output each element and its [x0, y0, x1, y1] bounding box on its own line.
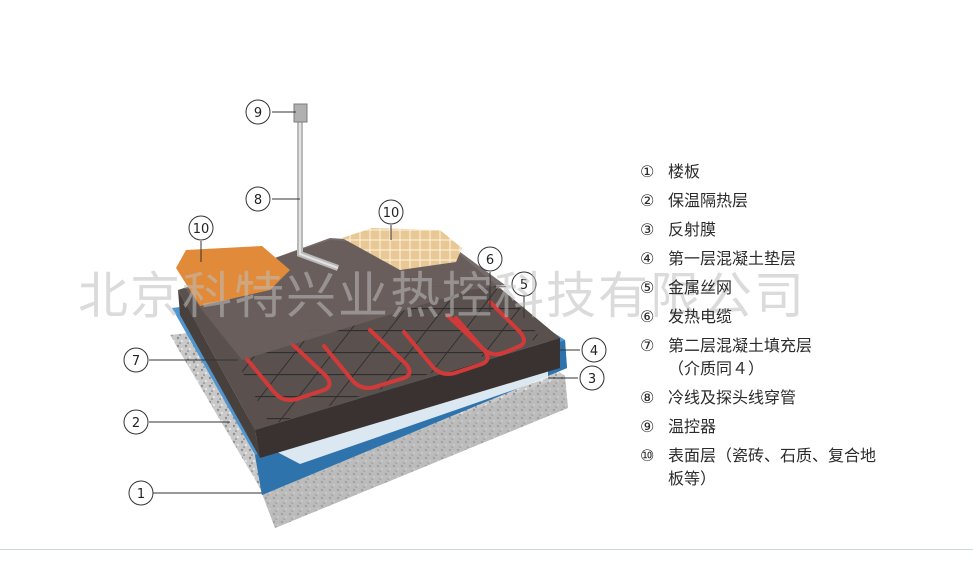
callout-label: 8 [254, 193, 262, 208]
callout-label: 3 [588, 372, 596, 387]
callout-10-left: 10 [188, 215, 214, 241]
legend-num: ⑨ [640, 417, 655, 436]
callout-label: 5 [520, 278, 528, 293]
legend-text: 发热电缆 [668, 307, 733, 326]
legend-text: 保温隔热层 [668, 191, 749, 210]
legend-text: 第一层混凝土垫层 [668, 249, 797, 268]
callout-leaders [149, 111, 580, 494]
legend-item-10: ⑩ 表面层（瓷砖、石质、复合地 板等） [640, 444, 960, 490]
callout-label: 7 [132, 354, 140, 369]
legend-num: ⑦ [640, 336, 655, 355]
legend-text: 冷线及探头线穿管 [668, 388, 797, 407]
callout-3: 3 [579, 365, 605, 391]
legend-num: ② [640, 191, 655, 210]
callout-label: 10 [193, 222, 210, 237]
conduit-and-thermostat [293, 103, 340, 271]
legend-item-7: ⑦ 第二层混凝土填充层 （介质同４） [640, 334, 960, 380]
callout-9: 9 [245, 99, 271, 125]
legend-item-2: ② 保温隔热层 [640, 189, 960, 212]
callouts: 9 8 10 10 6 5 4 3 7 2 1 [123, 99, 607, 506]
callout-7: 7 [123, 347, 149, 373]
legend-text: 反射膜 [668, 220, 717, 239]
legend-text: 金属丝网 [668, 278, 733, 297]
callout-6: 6 [477, 246, 503, 272]
callout-2: 2 [123, 409, 149, 435]
legend-item-5: ⑤ 金属丝网 [640, 276, 960, 299]
heating-cable [244, 300, 526, 402]
callout-4: 4 [581, 337, 607, 363]
legend-text: 温控器 [668, 417, 717, 436]
callout-label: 2 [132, 416, 140, 431]
callout-label: 10 [383, 206, 400, 221]
legend-item-4: ④ 第一层混凝土垫层 [640, 247, 960, 270]
surface-orange-board [176, 246, 290, 306]
callout-label: 4 [590, 344, 598, 359]
legend-item-6: ⑥ 发热电缆 [640, 305, 960, 328]
legend-item-8: ⑧ 冷线及探头线穿管 [640, 386, 960, 409]
legend-item-3: ③ 反射膜 [640, 218, 960, 241]
legend-num: ⑧ [640, 388, 655, 407]
callout-1: 1 [128, 480, 154, 506]
callout-5: 5 [511, 271, 537, 297]
legend-num: ③ [640, 220, 655, 239]
legend-num: ① [640, 162, 655, 181]
legend-text: 第二层混凝土填充层 （介质同４） [668, 336, 813, 378]
surface-tile-patch [342, 228, 462, 270]
legend-num: ④ [640, 249, 655, 268]
legend-num: ⑥ [640, 307, 655, 326]
legend-text: 楼板 [668, 162, 701, 181]
legend-num: ⑤ [640, 278, 655, 297]
legend-num: ⑩ [640, 446, 655, 465]
callout-10-right: 10 [378, 199, 404, 225]
legend-item-1: ① 楼板 [640, 160, 960, 183]
legend-item-9: ⑨ 温控器 [640, 415, 960, 438]
bottom-divider [0, 549, 973, 566]
callout-label: 6 [486, 253, 494, 268]
callout-label: 1 [137, 487, 145, 502]
callout-8: 8 [245, 186, 271, 212]
callout-label: 9 [254, 106, 262, 121]
legend-text: 表面层（瓷砖、石质、复合地 板等） [668, 446, 877, 488]
